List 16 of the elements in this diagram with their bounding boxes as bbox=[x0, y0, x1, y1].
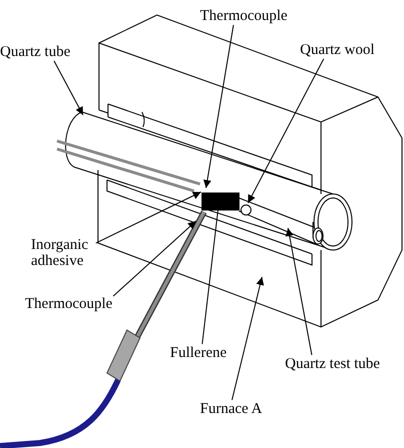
leader-line bbox=[54, 60, 84, 116]
part-label: Quartz test tube bbox=[285, 356, 380, 372]
part-label: Fullerene bbox=[170, 345, 227, 361]
part-label: Quartz wool bbox=[300, 42, 375, 58]
leader-line bbox=[202, 210, 218, 344]
leader-line bbox=[203, 24, 234, 188]
part-label: Inorganic adhesive bbox=[31, 237, 95, 269]
part-label: Thermocouple bbox=[200, 8, 288, 24]
part-label: Quartz tube bbox=[0, 44, 70, 60]
part-label: Furnace A bbox=[200, 401, 262, 417]
part-label: Thermocouple bbox=[25, 296, 112, 312]
leader-line bbox=[231, 276, 264, 401]
leader-line bbox=[286, 228, 312, 356]
leader-line bbox=[112, 220, 196, 297]
leader-line bbox=[95, 192, 202, 244]
leader-line bbox=[248, 58, 324, 204]
